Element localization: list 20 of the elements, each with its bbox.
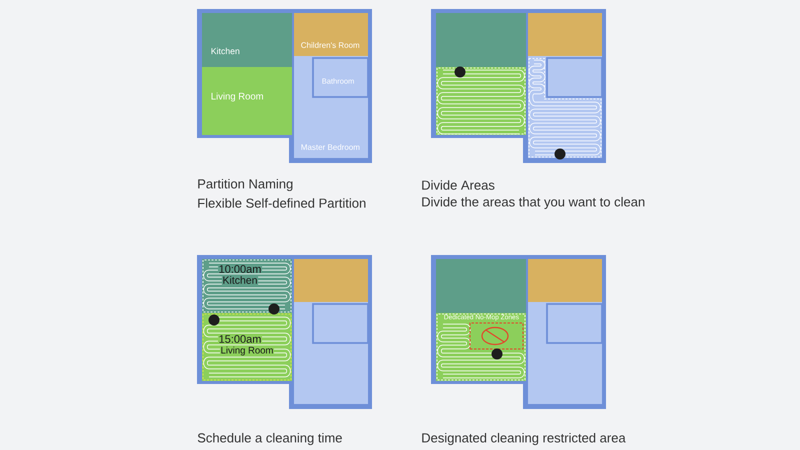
room: 10:00am Kitchen	[202, 259, 292, 313]
room: 15:00am Living Room	[202, 313, 292, 381]
room	[546, 57, 603, 98]
room: Kitchen	[202, 13, 292, 67]
node-label: Partition Naming	[198, 178, 292, 192]
room	[436, 13, 526, 67]
node-label: Designated cleaning restricted area	[422, 432, 626, 446]
room: Living Room	[202, 67, 292, 135]
node-label: Divide the areas that you want to clean	[422, 196, 644, 210]
room	[294, 259, 368, 302]
node-label: Flexible Self-defined Partition	[198, 198, 366, 208]
room	[312, 303, 369, 344]
room	[528, 259, 602, 302]
room	[546, 303, 603, 344]
room	[436, 313, 526, 381]
room	[436, 259, 526, 313]
room	[528, 13, 602, 56]
node-label: Divide Areas	[422, 180, 494, 190]
node-label: Schedule a cleaning time	[198, 432, 342, 446]
room: Children's Room	[294, 13, 368, 56]
